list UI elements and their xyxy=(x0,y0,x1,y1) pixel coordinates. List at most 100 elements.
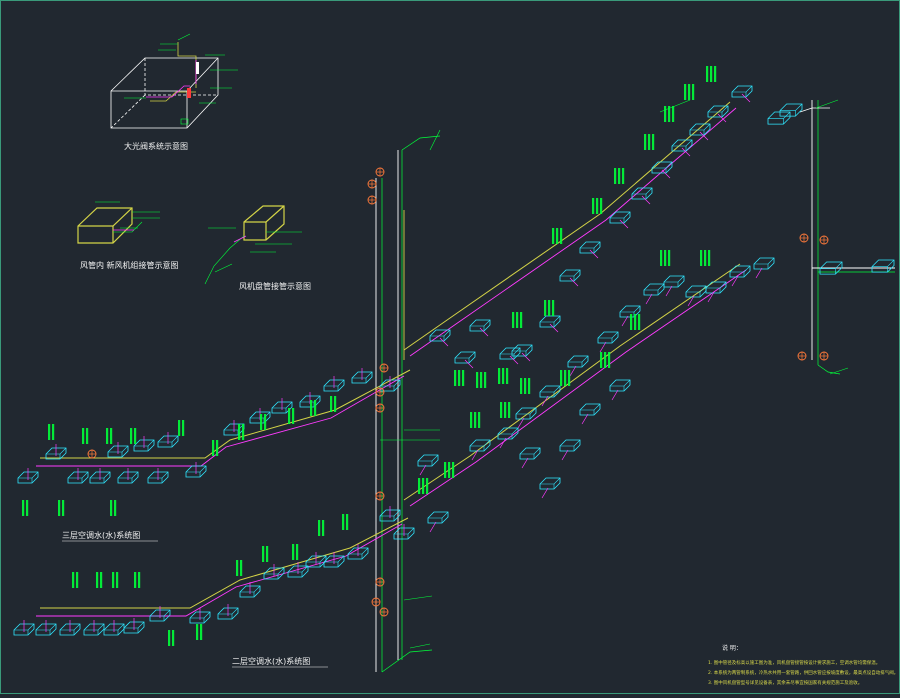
branch-pipe xyxy=(509,355,519,365)
fan-coil-unit-icon xyxy=(323,379,345,392)
fan-coil-unit-icon xyxy=(89,471,111,484)
tag-label xyxy=(618,168,621,184)
branch-pipe xyxy=(521,457,529,469)
tag-label xyxy=(664,250,667,266)
fan-coil-unit-icon xyxy=(515,407,537,420)
branch-pipe xyxy=(621,315,629,327)
branch-pipe xyxy=(581,413,589,425)
tag-label xyxy=(556,228,559,244)
detail-valve-system xyxy=(110,33,238,129)
tag-label xyxy=(608,352,611,368)
fan-coil-unit-icon xyxy=(393,527,415,540)
tag-label xyxy=(264,414,267,430)
leader-line xyxy=(659,99,691,113)
tag-label xyxy=(630,314,633,330)
fan-coil-unit-icon xyxy=(609,211,631,224)
fan-coil-unit-icon xyxy=(579,403,601,416)
fan-coil-unit-icon xyxy=(731,85,753,98)
caption-floor-2: 二层空调水(水)系统图 xyxy=(232,656,310,666)
fan-coil-unit-icon xyxy=(539,477,561,490)
fan-coil-unit-icon xyxy=(45,447,67,460)
fan-coil-unit-icon xyxy=(631,187,653,200)
branch-pipe xyxy=(479,327,489,337)
leader-line xyxy=(409,643,431,649)
tag-label xyxy=(638,314,641,330)
fan-coil-unit-icon xyxy=(149,609,171,622)
main-headers xyxy=(36,101,747,617)
tag-label xyxy=(470,412,473,428)
fan-coil-unit-icon xyxy=(17,471,39,484)
tag-label xyxy=(178,420,181,436)
tag-label xyxy=(182,420,185,436)
tag-label xyxy=(664,106,667,122)
fan-coil-unit-icon xyxy=(707,105,729,118)
tag-label xyxy=(110,500,113,516)
fan-coil-unit-icon xyxy=(249,411,271,424)
tag-label xyxy=(668,250,671,266)
branch-pipe xyxy=(731,275,739,287)
fan-coil-unit-icon xyxy=(189,611,211,624)
fan-coil-unit-icon xyxy=(729,265,751,278)
fan-coil-unit-icon xyxy=(559,269,581,282)
branch-pipe xyxy=(599,341,607,353)
branch-pipe xyxy=(687,295,695,307)
tag-label xyxy=(260,414,263,430)
tag-label xyxy=(76,572,79,588)
tag-label xyxy=(600,198,603,214)
tag-label xyxy=(552,228,555,244)
tag-label xyxy=(512,312,515,328)
fan-coil-unit-icon xyxy=(609,379,631,392)
tag-label xyxy=(596,198,599,214)
branch-pipe xyxy=(561,449,569,461)
tag-label xyxy=(452,462,455,478)
tag-label xyxy=(168,630,171,646)
branch-pipe xyxy=(641,195,651,205)
tag-label xyxy=(296,544,299,560)
branch-pipe xyxy=(681,147,691,157)
tag-label xyxy=(240,560,243,576)
tag-label xyxy=(652,134,655,150)
tag-label xyxy=(462,370,465,386)
branch-pipe xyxy=(611,389,619,401)
note-line-3: 3. 图中风机盘管型号详见设备表，其余未尽事宜按国家有关规范施工及验收。 xyxy=(708,679,862,686)
fan-coil-unit-icon xyxy=(753,257,775,270)
tag-label xyxy=(418,478,421,494)
tag-label xyxy=(520,378,523,394)
tag-label xyxy=(22,500,25,516)
branch-pipe xyxy=(419,464,427,476)
fan-coil-unit-icon xyxy=(559,439,581,452)
tag-label xyxy=(58,500,61,516)
fan-coil-unit-icon xyxy=(871,259,895,273)
fan-coil-unit-icon xyxy=(619,305,641,318)
branch-pipe xyxy=(717,113,727,123)
fan-coil-unit-icon xyxy=(263,567,285,580)
tag-label xyxy=(568,370,571,386)
tag-label xyxy=(516,312,519,328)
fan-coil-unit-icon xyxy=(239,585,261,598)
fan-coil-unit-icon xyxy=(705,281,727,294)
notes-heading: 说 明： xyxy=(722,644,742,652)
fan-coil-unit-icon xyxy=(579,241,601,254)
tag-label xyxy=(444,462,447,478)
fan-coil-unit-icon xyxy=(35,623,57,636)
tag-label xyxy=(262,546,265,562)
tag-label xyxy=(604,352,607,368)
caption-detail-3: 风机盘管接管示意图 xyxy=(239,281,311,291)
fan-coil-unit-icon xyxy=(107,445,129,458)
tag-label xyxy=(72,572,75,588)
tag-label xyxy=(130,428,133,444)
detail-fan-coil xyxy=(204,205,302,285)
fan-coil-unit-icon xyxy=(351,371,373,384)
note-line-2: 2. 本系统为两管制系统，冷热水共用一套管路，供回水管应按坡度敷设，最高点设自动… xyxy=(708,669,898,676)
tag-label xyxy=(476,372,479,388)
fan-coil-unit-icon xyxy=(13,623,35,636)
tag-label xyxy=(544,300,547,316)
fan-coil-unit-icon xyxy=(59,623,81,636)
tag-label xyxy=(48,424,51,440)
branch-pipe xyxy=(471,449,479,461)
branch-pipe xyxy=(439,337,449,347)
fan-coil-unit-icon xyxy=(499,347,521,360)
fan-coil-unit-icon xyxy=(429,329,451,342)
tag-label xyxy=(458,370,461,386)
